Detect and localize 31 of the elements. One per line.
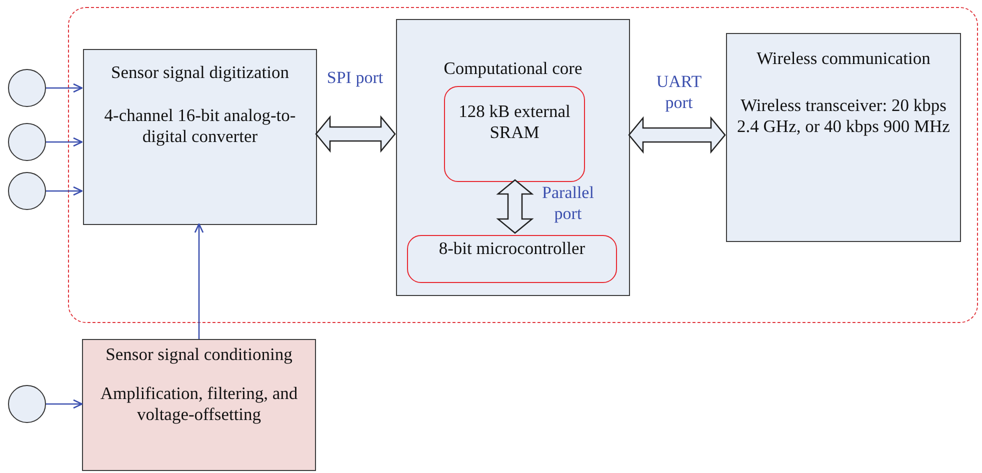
arrow: [46, 83, 83, 93]
edge-label: UART port: [655, 71, 703, 113]
process-box: [396, 19, 630, 296]
block-arrow: [628, 116, 726, 154]
arrow: [46, 137, 83, 147]
process-box: [82, 339, 316, 471]
sensor-circle: [8, 123, 46, 161]
edge-label: SPI port: [326, 67, 384, 88]
node-description: Wireless transceiver: 20 kbps 2.4 GHz, or 40 kbps 900 MHz: [736, 95, 951, 137]
dashed-region: [68, 7, 978, 323]
node-title: Computational core: [444, 58, 582, 79]
rounded-box: [444, 86, 585, 182]
node-description: 4-channel 16-bit analog-to-digital converter: [103, 105, 297, 147]
process-box: [83, 49, 317, 225]
block-arrow: [315, 115, 396, 153]
node-title: Sensor signal digitization: [111, 62, 289, 83]
arrow: [194, 223, 204, 339]
node-title: 128 kB external SRAM: [458, 101, 572, 143]
process-box: [726, 33, 961, 242]
edge-label: Parallel port: [541, 182, 595, 224]
sensor-circle: [8, 172, 46, 210]
sensor-circle: [8, 385, 46, 423]
sensor-circle: [8, 69, 46, 107]
rounded-box: [407, 235, 617, 283]
node-title: Sensor signal conditioning: [106, 344, 292, 365]
node-title: 8-bit microcontroller: [438, 238, 586, 259]
node-description: Amplification, filtering, and voltage-offsetting: [99, 383, 299, 425]
block-arrow: [496, 179, 534, 234]
arrow: [46, 186, 83, 196]
arrow: [46, 399, 83, 409]
node-title: Wireless communication: [756, 48, 930, 69]
